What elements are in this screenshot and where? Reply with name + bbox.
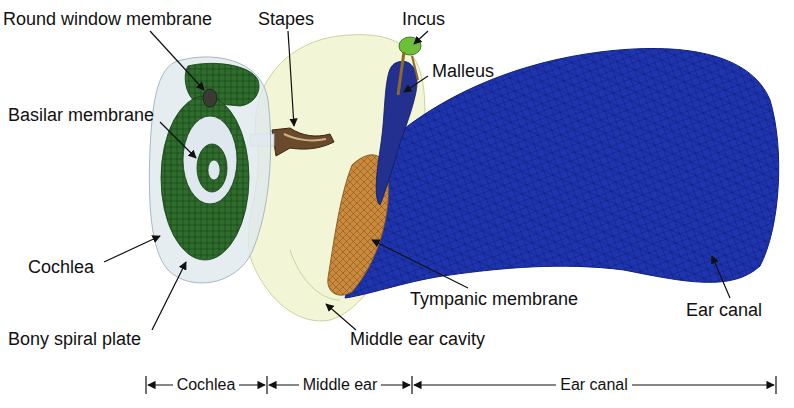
section-label: Cochlea — [173, 376, 240, 394]
part-label: Middle ear cavity — [350, 330, 485, 350]
leader-lines — [104, 31, 730, 330]
part-label: Tympanic membrane — [410, 290, 578, 310]
section-label: Ear canal — [556, 376, 632, 394]
incus — [399, 37, 421, 55]
round-window — [203, 89, 217, 107]
stapes — [272, 128, 334, 156]
part-label: Malleus — [432, 62, 494, 82]
ear-canal-mesh — [345, 48, 779, 298]
part-label: Bony spiral plate — [8, 330, 141, 350]
section-brackets — [146, 376, 776, 394]
part-label: Stapes — [258, 10, 314, 30]
part-label: Round window membrane — [3, 10, 212, 30]
section-label: Middle ear — [299, 376, 382, 394]
part-label: Basilar membrane — [8, 106, 154, 126]
part-label: Incus — [402, 10, 445, 30]
part-label: Cochlea — [28, 258, 94, 278]
malleus — [376, 61, 417, 205]
cochlea-bone — [149, 57, 270, 283]
part-label: Ear canal — [686, 301, 762, 321]
